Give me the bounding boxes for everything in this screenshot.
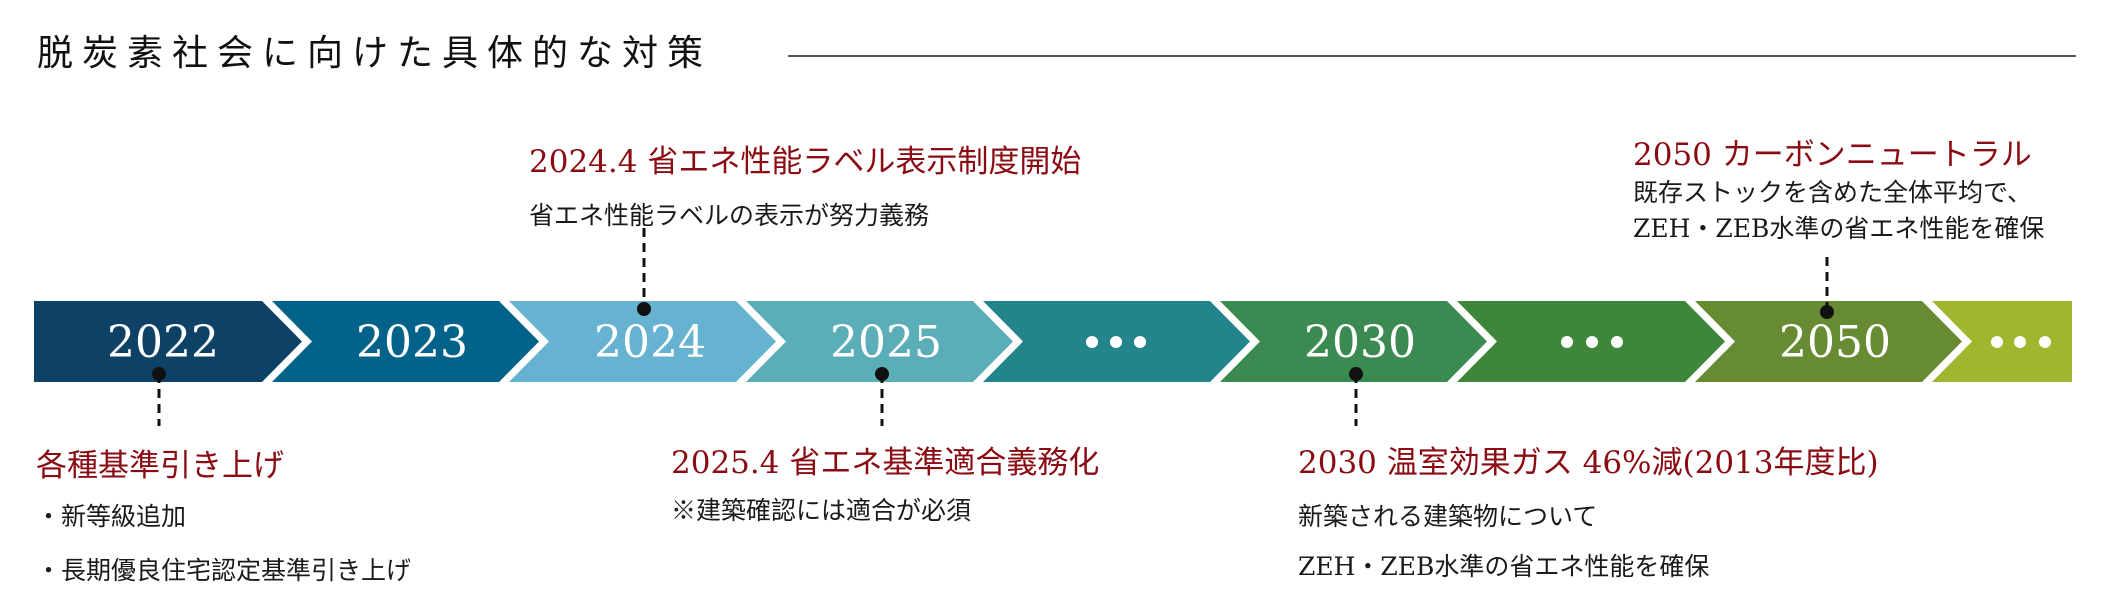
annotation-line: 新築される建築物について [1298,502,1598,531]
annotation-line: 既存ストックを含めた全体平均で、 [1633,178,2033,207]
segment-label: 2050 [1779,317,1891,368]
annotation-2030: 2030 温室効果ガス 46%減(2013年度比) 新築される建築物について Z… [1298,443,1879,585]
timeline-segment-2022: 2022 [34,301,302,382]
annotation-2022: 各種基準引き上げ ・新等級追加 ・長期優良住宅認定基準引き上げ [36,446,411,598]
ellipsis-icon [1086,336,1146,348]
annotation-line: 省エネ性能ラベルの表示が努力義務 [529,201,930,230]
timeline-segment-2025: 2025 [746,301,1013,382]
segment-label: 2022 [107,317,219,368]
annotation-line: ・新等級追加 [36,502,187,531]
marker-dot-2022 [152,367,166,381]
title-divider [788,55,2076,57]
marker-dot-2050 [1820,305,1834,319]
annotation-line: ZEH・ZEB水準の省エネ性能を確保 [1633,214,2045,243]
segment-label: 2024 [594,317,706,368]
annotation-2025: 2025.4 省エネ基準適合義務化 ※建築確認には適合が必須 [671,443,1099,529]
annotation-heading: 2050 カーボンニュートラル [1633,137,2032,173]
annotation-line: ※建築確認には適合が必須 [671,496,972,525]
timeline-segment-2030: 2030 [1220,301,1487,382]
annotation-line: ZEH・ZEB水準の省エネ性能を確保 [1298,552,1710,581]
segment-label: 2030 [1304,317,1416,368]
timeline-segment-2050: 2050 [1695,301,1962,382]
ellipsis-icon [1991,336,2051,348]
marker-dot-2030 [1349,367,1363,381]
marker-dot-2024 [637,302,651,316]
marker-dot-2025 [875,367,889,381]
annotation-2050: 2050 カーボンニュートラル 既存ストックを含めた全体平均で、 ZEH・ZEB… [1633,135,2044,247]
annotation-line: ・長期優良住宅認定基準引き上げ [36,556,412,585]
page-title: 脱炭素社会に向けた具体的な対策 [37,33,713,74]
timeline-segment-2024: 2024 [509,301,776,382]
annotation-heading: 各種基準引き上げ [36,448,284,484]
timeline-segment-ellipsis-3 [1932,301,2072,382]
annotation-heading: 2024.4 省エネ性能ラベル表示制度開始 [529,144,1082,180]
ellipsis-icon [1561,336,1623,348]
annotation-heading: 2030 温室効果ガス 46%減(2013年度比) [1298,445,1879,481]
timeline-segment-ellipsis-1 [983,301,1250,382]
annotation-heading: 2025.4 省エネ基準適合義務化 [671,445,1100,481]
timeline-segment-2023: 2023 [272,301,539,382]
segment-label: 2023 [356,317,468,368]
timeline-segment-ellipsis-2 [1457,301,1725,382]
segment-label: 2025 [830,317,942,368]
annotation-2024: 2024.4 省エネ性能ラベル表示制度開始 省エネ性能ラベルの表示が努力義務 [529,142,1081,234]
